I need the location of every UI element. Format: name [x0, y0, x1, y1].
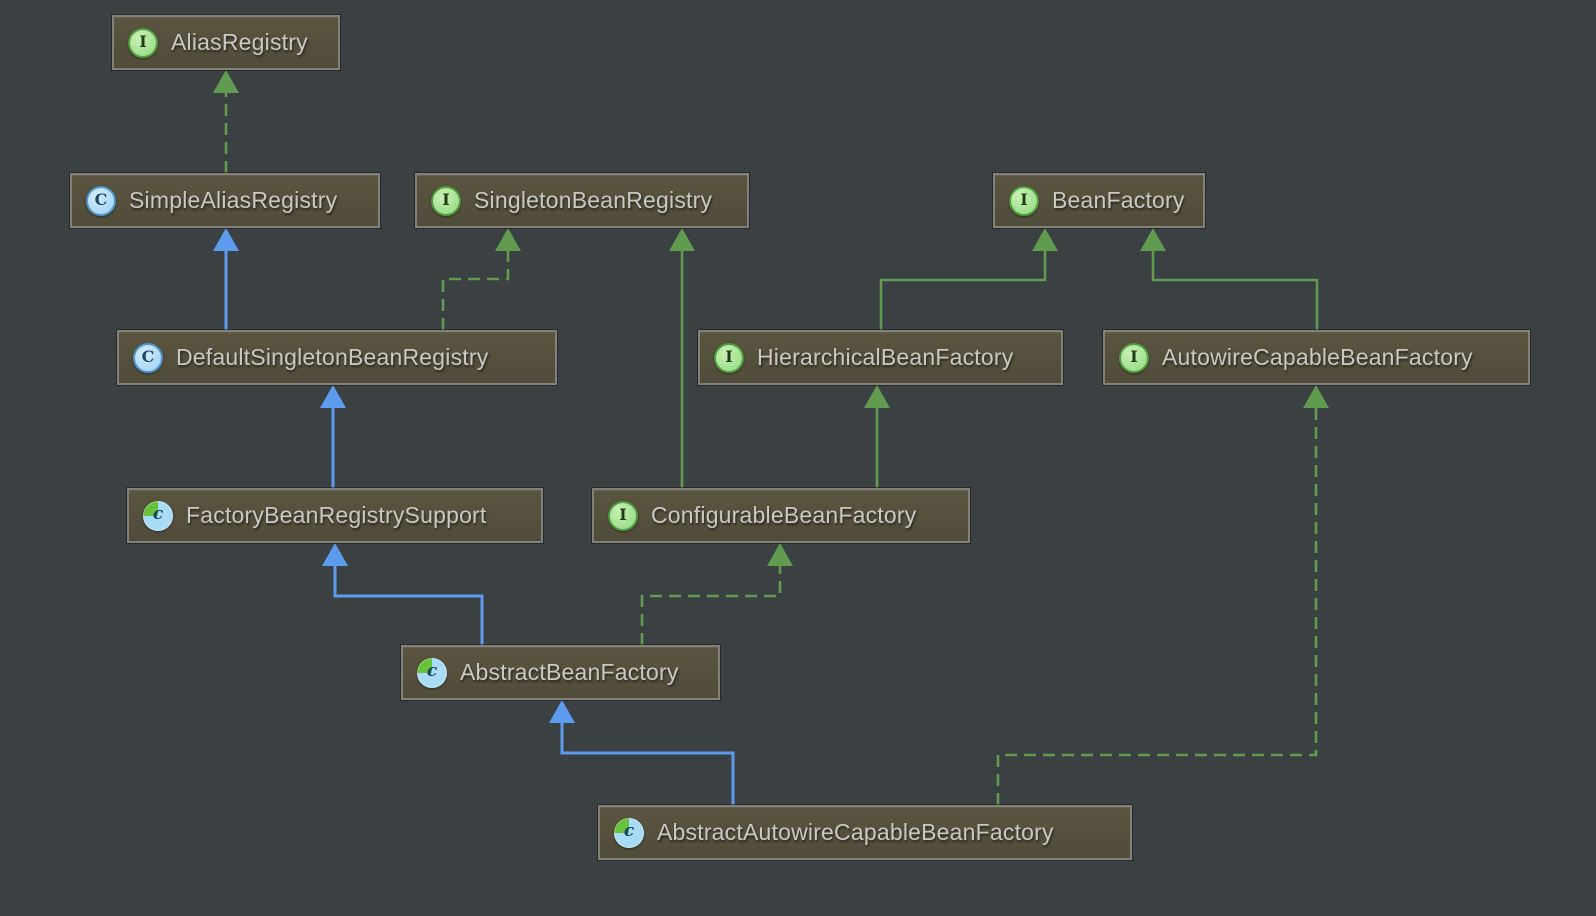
arrowhead-ConfigurableBeanFactory-to-HierarchicalBeanFactory — [864, 385, 890, 408]
icon-letter: I — [1130, 346, 1138, 366]
class-icon: C — [133, 342, 163, 373]
edge-implements-AbstractAutowireCapableBeanFactory-to-AutowireCapableBeanFactory — [996, 406, 1318, 805]
arrowhead-AbstractAutowireCapableBeanFactory-to-AbstractBeanFactory — [549, 700, 575, 723]
class-node-DefaultSingletonBeanRegistry[interactable]: C DefaultSingletonBeanRegistry — [117, 330, 557, 385]
icon-letter: I — [442, 189, 450, 209]
class-node-HierarchicalBeanFactory[interactable]: I HierarchicalBeanFactory — [698, 330, 1063, 385]
class-node-AbstractAutowireCapableBeanFactory[interactable]: c AbstractAutowireCapableBeanFactory — [598, 805, 1132, 860]
class-node-label: AbstractBeanFactory — [460, 659, 679, 685]
arrowhead-SimpleAliasRegistry-to-AliasRegistry — [213, 70, 239, 93]
class-node-AbstractBeanFactory[interactable]: c AbstractBeanFactory — [401, 645, 720, 700]
class-node-AutowireCapableBeanFactory[interactable]: I AutowireCapableBeanFactory — [1103, 330, 1530, 385]
abstract-class-icon: c — [143, 500, 173, 531]
interface-icon: I — [128, 27, 158, 58]
edge-implements-AbstractBeanFactory-to-ConfigurableBeanFactory — [640, 564, 782, 645]
abstract-class-icon: c — [614, 817, 644, 848]
arrowhead-AbstractAutowireCapableBeanFactory-to-AutowireCapableBeanFactory — [1303, 385, 1329, 408]
interface-icon: I — [608, 500, 638, 531]
edge-implements-DefaultSingletonBeanRegistry-to-SingletonBeanRegistry — [441, 249, 510, 330]
arrowhead-AutowireCapableBeanFactory-to-BeanFactory — [1140, 228, 1166, 251]
edge-extends-AbstractBeanFactory-to-FactoryBeanRegistrySupport — [333, 564, 484, 645]
interface-icon: I — [431, 185, 461, 216]
class-icon: C — [86, 185, 116, 216]
class-node-label: HierarchicalBeanFactory — [757, 344, 1014, 370]
edge-extends-AbstractAutowireCapableBeanFactory-to-AbstractBeanFactory — [560, 721, 735, 805]
icon-letter: c — [152, 504, 164, 524]
icon-letter: I — [139, 31, 147, 51]
arrowhead-AbstractBeanFactory-to-ConfigurableBeanFactory — [767, 543, 793, 566]
class-node-AliasRegistry[interactable]: I AliasRegistry — [112, 15, 340, 70]
edge-extends-HierarchicalBeanFactory-to-BeanFactory — [879, 249, 1047, 330]
class-node-label: AbstractAutowireCapableBeanFactory — [657, 819, 1054, 845]
icon-letter: I — [725, 346, 733, 366]
arrowhead-FactoryBeanRegistrySupport-to-DefaultSingletonBeanRegistry — [320, 385, 346, 408]
class-node-label: AutowireCapableBeanFactory — [1162, 344, 1473, 370]
icon-letter: C — [141, 346, 155, 366]
class-node-ConfigurableBeanFactory[interactable]: I ConfigurableBeanFactory — [592, 488, 970, 543]
class-node-label: SingletonBeanRegistry — [474, 187, 713, 213]
class-node-BeanFactory[interactable]: I BeanFactory — [993, 173, 1205, 228]
class-node-SimpleAliasRegistry[interactable]: C SimpleAliasRegistry — [70, 173, 380, 228]
arrowhead-AbstractBeanFactory-to-FactoryBeanRegistrySupport — [322, 543, 348, 566]
class-node-label: FactoryBeanRegistrySupport — [186, 502, 487, 528]
arrowhead-HierarchicalBeanFactory-to-BeanFactory — [1032, 228, 1058, 251]
interface-icon: I — [714, 342, 744, 373]
class-node-label: DefaultSingletonBeanRegistry — [176, 344, 489, 370]
arrowhead-DefaultSingletonBeanRegistry-to-SingletonBeanRegistry — [495, 228, 521, 251]
class-node-label: SimpleAliasRegistry — [129, 187, 338, 213]
interface-icon: I — [1009, 185, 1039, 216]
icon-letter: C — [94, 189, 108, 209]
class-node-label: ConfigurableBeanFactory — [651, 502, 917, 528]
icon-letter: c — [623, 821, 635, 841]
icon-letter: I — [619, 504, 627, 524]
abstract-class-icon: c — [417, 657, 447, 688]
class-node-label: AliasRegistry — [171, 29, 308, 55]
class-node-label: BeanFactory — [1052, 187, 1185, 213]
class-node-SingletonBeanRegistry[interactable]: I SingletonBeanRegistry — [415, 173, 749, 228]
interface-icon: I — [1119, 342, 1149, 373]
arrowhead-DefaultSingletonBeanRegistry-to-SimpleAliasRegistry — [213, 228, 239, 251]
icon-letter: I — [1020, 189, 1028, 209]
edge-extends-AutowireCapableBeanFactory-to-BeanFactory — [1151, 249, 1319, 330]
icon-letter: c — [426, 661, 438, 681]
class-node-FactoryBeanRegistrySupport[interactable]: c FactoryBeanRegistrySupport — [127, 488, 543, 543]
arrowhead-ConfigurableBeanFactory-to-SingletonBeanRegistry — [669, 228, 695, 251]
